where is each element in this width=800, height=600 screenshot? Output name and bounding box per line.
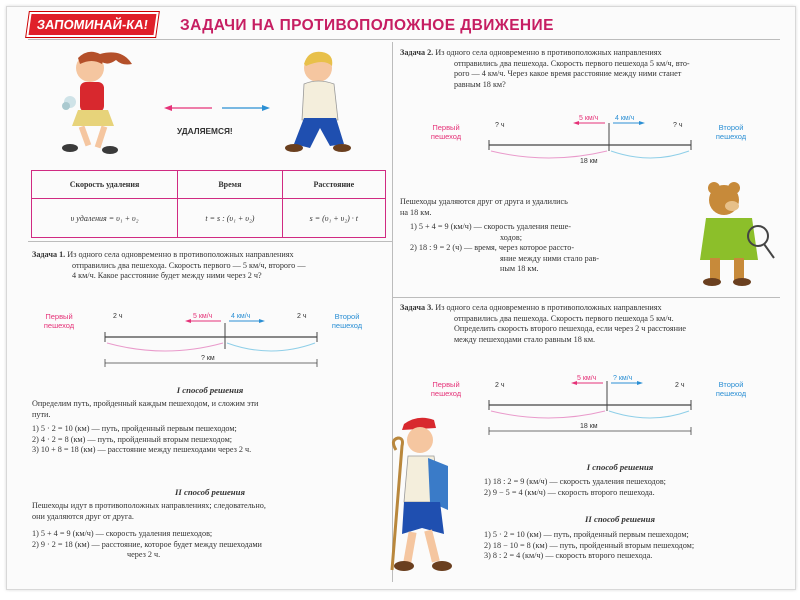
task1-time-right: 2 ч	[297, 313, 307, 320]
task3-first-walker-label: Первый пешеход	[430, 380, 462, 398]
task1-line3: 4 км/ч. Какое расстояние будет между ним…	[72, 271, 262, 281]
task3-time-left: 2 ч	[495, 382, 505, 389]
task2-line1: Задача 2. Из одного села одновременно в …	[400, 48, 662, 57]
task2-distance: 18 км	[580, 158, 598, 165]
girl-illustration	[62, 51, 132, 154]
table-cell-speed-formula: υ удаления = υ₁ + υ₂	[30, 198, 179, 238]
worksheet	[6, 6, 796, 590]
task1-diagram: 2 ч 2 ч 5 км/ч 4 км/ч ? км	[104, 313, 318, 367]
task1-method2-intro: Пешеходы идут в противоположных направле…	[32, 501, 266, 521]
task3-method2-title: II способ решения	[585, 514, 655, 524]
explorer-illustration	[700, 182, 775, 286]
task3-method1-steps: 1) 18 : 2 = 9 (км/ч) — скорость удаления…	[484, 477, 780, 498]
hiker-illustration	[390, 417, 452, 571]
task2-text: Задача 2. Из одного села одновременно в …	[400, 48, 780, 90]
task1-time-left: 2 ч	[113, 313, 123, 320]
task1-heading: Задача 1.	[32, 250, 66, 259]
task2-diagram: ? ч ? ч 5 км/ч 4 км/ч 18 км	[488, 115, 692, 165]
task1-m2-step1: 1) 5 + 4 = 9 (км/ч) — скорость удаления …	[32, 529, 213, 538]
task1-m1-step2: 2) 4 · 2 = 8 (км) — путь, пройденный вто…	[32, 434, 233, 444]
remember-badge: ЗАПОМИНАЙ-КА!	[26, 12, 159, 37]
vertical-divider	[392, 42, 393, 582]
task2-line2: отправились два пешехода. Скорость перво…	[454, 58, 690, 68]
task1-method2-title: II способ решения	[175, 487, 245, 497]
task3-line1: Задача 3. Из одного села одновременно в …	[400, 303, 662, 312]
task3-speed-left: 5 км/ч	[577, 375, 597, 382]
formula-table: Скорость удаления Время Расстояние υ уда…	[30, 170, 387, 238]
task3-m2-step1: 1) 5 · 2 = 10 (км) — путь, пройденный пе…	[484, 530, 689, 539]
task1-m2-step2: 2) 9 · 2 = 18 (км) — расстояние, которое…	[32, 539, 262, 549]
task2-explanation: Пешеходы удаляются друг от друга и удали…	[400, 197, 568, 217]
task2-step1: 1) 5 + 4 = 9 (км/ч) — скорость удаления …	[410, 222, 572, 231]
task1-distance: ? км	[201, 355, 215, 362]
table-cell-time-formula: t = s : (υ₁ + υ₂)	[177, 198, 283, 238]
task3-m2-step2: 2) 18 − 10 = 8 (км) — путь, пройденный в…	[484, 540, 695, 550]
task3-line2: отправились два пешехода. Скорость перво…	[454, 313, 674, 323]
task2-steps: 1) 5 + 4 = 9 (км/ч) — скорость удаления …	[410, 222, 680, 275]
left-divider	[28, 241, 392, 242]
task1-method1-intro: Определим путь, пройденный каждым пешехо…	[32, 399, 259, 419]
task2-time-left: ? ч	[495, 122, 505, 129]
task3-second-walker-label: Второй пешеход	[715, 380, 747, 398]
task3-m2-step3: 3) 8 : 2 = 4 (км/ч) — скорость второго п…	[484, 551, 653, 561]
task1-method2-steps: 1) 5 + 4 = 9 (км/ч) — скорость удаления …	[32, 529, 388, 561]
task1-speed-left: 5 км/ч	[193, 313, 213, 320]
right-divider	[392, 297, 780, 298]
task2-speed-right: 4 км/ч	[615, 115, 635, 122]
moving-away-label: УДАЛЯЕМСЯ!	[177, 126, 233, 136]
task2-speed-left: 5 км/ч	[579, 115, 599, 122]
task1-line1: Задача 1. Из одного села одновременно в …	[32, 250, 294, 259]
task1-speed-right: 4 км/ч	[231, 313, 251, 320]
task3-heading: Задача 3.	[400, 303, 434, 312]
task3-line4: между пешеходами стало равным 18 км.	[454, 334, 596, 344]
task1-text: Задача 1. Из одного села одновременно в …	[32, 250, 388, 282]
task2-step2-cont1: яние между ними стало рав-	[500, 253, 599, 263]
task2-time-right: ? ч	[673, 122, 683, 129]
task3-m1-step2: 2) 9 − 5 = 4 (км/ч) — скорость второго п…	[484, 487, 655, 497]
task1-method1-steps: 1) 5 · 2 = 10 (км) — путь, пройденный пе…	[32, 424, 388, 456]
task1-m2-step3: через 2 ч.	[127, 550, 161, 560]
task3-method2-steps: 1) 5 · 2 = 10 (км) — путь, пройденный пе…	[484, 530, 780, 562]
task1-first-walker-label: Первый пешеход	[43, 312, 75, 330]
task3-time-right: 2 ч	[675, 382, 685, 389]
table-header-distance: Расстояние	[281, 170, 387, 199]
task3-method1-title: I способ решения	[586, 462, 654, 472]
table-header-time: Время	[177, 170, 283, 199]
direction-arrows	[164, 105, 270, 111]
task1-m1-step3: 3) 10 + 8 = 18 (км) — расстояние между п…	[32, 445, 252, 455]
task1-line2: отправились два пешехода. Скорость перво…	[72, 260, 306, 270]
table-cell-distance-formula: s = (υ₁ + υ₂) · t	[281, 198, 387, 238]
task2-first-walker-label: Первый пешеход	[430, 123, 462, 141]
task1-method1-title: I способ решения	[176, 385, 244, 395]
task3-speed-right: ? км/ч	[613, 375, 633, 382]
table-header-speed: Скорость удаления	[30, 170, 179, 199]
task2-step2: 2) 18 : 9 = 2 (ч) — время, через которое…	[410, 243, 575, 253]
task3-m1-step1: 1) 18 : 2 = 9 (км/ч) — скорость удаления…	[484, 477, 666, 486]
task2-second-walker-label: Второй пешеход	[715, 123, 747, 141]
task2-line3: рого — 4 км/ч. Через какое время расстоя…	[454, 69, 682, 79]
task3-diagram: 2 ч 2 ч 5 км/ч ? км/ч 18 км	[488, 375, 692, 435]
page-title: ЗАДАЧИ НА ПРОТИВОПОЛОЖНОЕ ДВИЖЕНИЕ	[180, 17, 554, 34]
title-divider	[28, 39, 780, 40]
task1-second-walker-label: Второй пешеход	[331, 312, 363, 330]
task3-distance: 18 км	[580, 423, 598, 430]
boy-illustration	[285, 51, 351, 152]
task3-line3: Определить скорость второго пешехода, ес…	[454, 324, 687, 334]
task3-text: Задача 3. Из одного села одновременно в …	[400, 303, 780, 345]
task2-heading: Задача 2.	[400, 48, 434, 57]
task2-step1-cont: ходов;	[500, 232, 523, 242]
task1-m1-step1: 1) 5 · 2 = 10 (км) — путь, пройденный пе…	[32, 424, 237, 433]
task2-step2-cont2: ным 18 км.	[500, 264, 539, 274]
task2-line4: равным 18 км?	[454, 79, 506, 89]
